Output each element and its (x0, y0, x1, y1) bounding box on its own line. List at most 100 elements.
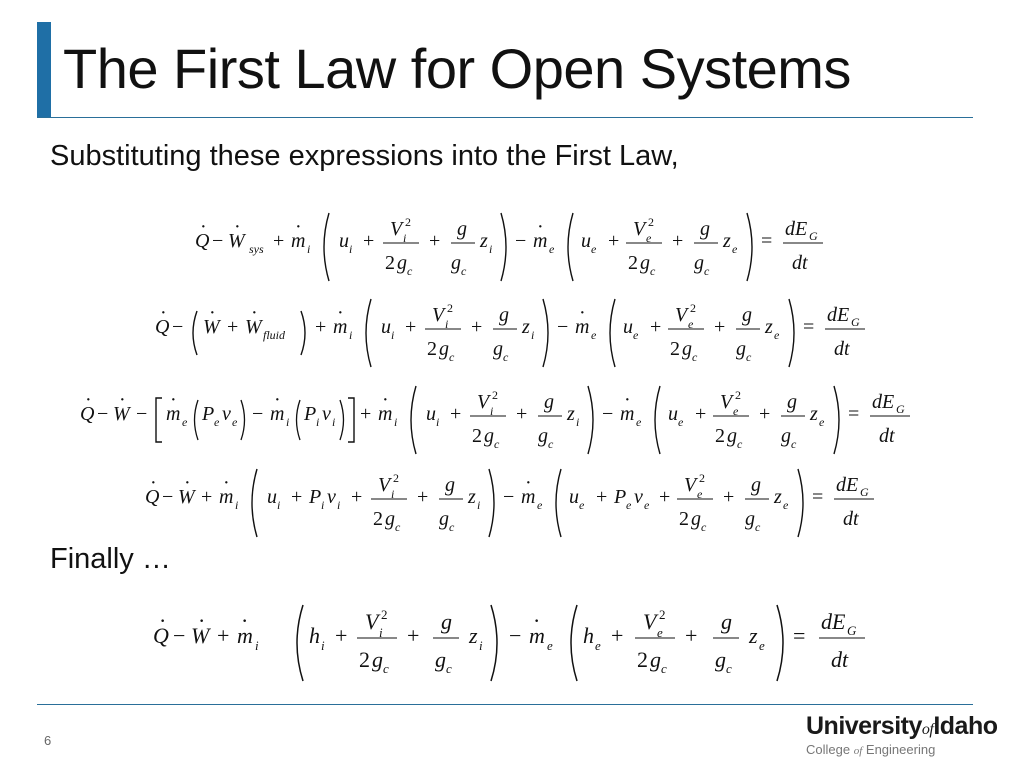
svg-text:i: i (489, 242, 492, 256)
svg-text:+: + (608, 230, 619, 252)
logo-of: of (921, 721, 934, 738)
svg-text:V: V (378, 474, 393, 496)
svg-text:+: + (407, 623, 419, 648)
logo-idaho: Idaho (933, 712, 998, 740)
svg-text:·: · (274, 389, 281, 411)
svg-text:2: 2 (679, 508, 689, 530)
svg-text:·: · (170, 389, 177, 411)
logo-university: University (806, 712, 922, 740)
svg-text:g: g (544, 391, 554, 413)
svg-text:m: m (575, 316, 589, 338)
svg-text:i: i (321, 498, 324, 512)
svg-text:e: e (591, 328, 597, 342)
svg-text:·: · (624, 389, 631, 411)
svg-text:g: g (742, 304, 752, 326)
svg-text:2: 2 (447, 301, 453, 315)
svg-text:Q: Q (155, 316, 170, 338)
svg-text:u: u (426, 403, 436, 425)
svg-text:W: W (113, 403, 132, 425)
svg-text:+: + (516, 403, 527, 425)
svg-text:g: g (700, 218, 710, 240)
svg-text:·: · (382, 389, 389, 411)
svg-text:e: e (547, 638, 553, 653)
svg-text:u: u (339, 230, 349, 252)
svg-text:+: + (363, 230, 374, 252)
svg-text:Q: Q (153, 623, 169, 648)
svg-text:P: P (303, 403, 316, 425)
svg-text:c: c (701, 520, 707, 534)
svg-text:i: i (477, 498, 480, 512)
svg-text:+: + (759, 403, 770, 425)
svg-text:dE: dE (821, 609, 846, 634)
svg-text:i: i (479, 638, 483, 653)
svg-text:·: · (525, 472, 532, 494)
svg-text:2: 2 (373, 508, 383, 530)
svg-text:z: z (748, 623, 758, 648)
svg-text:i: i (576, 415, 579, 429)
svg-text:fluid: fluid (263, 328, 286, 342)
svg-text:−: − (503, 486, 514, 508)
svg-text:−: − (97, 403, 108, 425)
title-divider (37, 117, 973, 118)
svg-text:G: G (860, 485, 869, 499)
svg-text:g: g (538, 425, 548, 447)
svg-text:·: · (223, 472, 230, 494)
svg-text:g: g (435, 647, 446, 672)
svg-text:c: c (746, 350, 752, 364)
svg-text:e: e (591, 242, 597, 256)
svg-text:g: g (751, 474, 761, 496)
svg-text:2: 2 (699, 471, 705, 485)
svg-text:W: W (203, 316, 222, 338)
svg-text:Q: Q (80, 403, 95, 425)
svg-text:g: g (736, 338, 746, 360)
slide-title: The First Law for Open Systems (63, 37, 851, 100)
svg-text:c: c (494, 437, 500, 451)
svg-text:g: g (721, 609, 732, 634)
svg-text:2: 2 (628, 252, 638, 274)
svg-text:sys: sys (249, 242, 264, 256)
svg-text:e: e (579, 498, 585, 512)
svg-text:W: W (191, 623, 211, 648)
svg-text:e: e (819, 415, 825, 429)
svg-text:z: z (722, 230, 731, 252)
svg-text:m: m (166, 403, 180, 425)
svg-text:+: + (685, 623, 697, 648)
svg-text:h: h (583, 623, 594, 648)
svg-text:c: c (383, 661, 389, 676)
svg-text:c: c (449, 520, 455, 534)
finally-text: Finally … (50, 543, 171, 575)
svg-text:i: i (403, 231, 406, 245)
svg-text:c: c (461, 264, 467, 278)
svg-text:−: − (515, 230, 526, 252)
svg-text:2: 2 (385, 252, 395, 274)
svg-text:V: V (720, 391, 735, 413)
svg-text:+: + (596, 486, 607, 508)
svg-text:=: = (793, 623, 805, 648)
svg-text:+: + (291, 486, 302, 508)
svg-text:m: m (529, 623, 545, 648)
svg-text:+: + (714, 316, 725, 338)
svg-text:·: · (184, 472, 191, 494)
svg-text:h: h (309, 623, 320, 648)
svg-text:c: c (503, 350, 509, 364)
svg-text:g: g (640, 252, 650, 274)
svg-text:c: c (449, 350, 455, 364)
svg-text:g: g (745, 508, 755, 530)
svg-text:i: i (349, 242, 352, 256)
svg-text:−: − (252, 403, 263, 425)
svg-text:g: g (451, 252, 461, 274)
svg-text:·: · (198, 608, 205, 633)
svg-text:c: c (395, 520, 401, 534)
svg-text:c: c (407, 264, 413, 278)
svg-text:e: e (774, 328, 780, 342)
svg-text:dt: dt (879, 425, 895, 447)
svg-text:g: g (397, 252, 407, 274)
svg-text:+: + (227, 316, 238, 338)
svg-text:g: g (484, 425, 494, 447)
svg-text:e: e (214, 415, 220, 429)
svg-text:i: i (391, 487, 394, 501)
svg-text:2: 2 (648, 215, 654, 229)
svg-text:G: G (809, 229, 818, 243)
svg-text:+: + (335, 623, 347, 648)
